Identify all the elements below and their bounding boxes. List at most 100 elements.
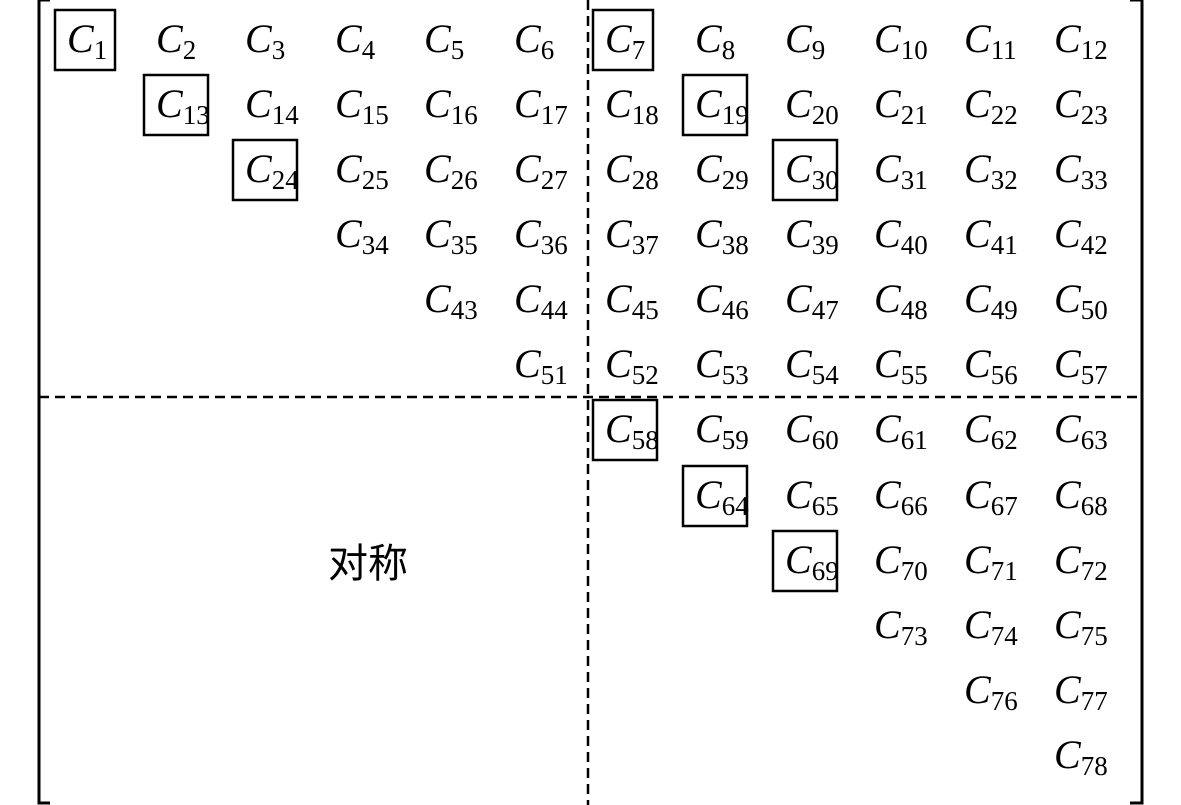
matrix-cell: C35 (424, 211, 478, 260)
coefficient-label: C53 (695, 341, 749, 390)
coefficient-subscript: 64 (722, 491, 750, 521)
matrix-cell: C26 (424, 146, 478, 195)
matrix-cell: C33 (1054, 146, 1108, 195)
coefficient-subscript: 44 (541, 295, 569, 325)
coefficient-label: C17 (514, 81, 568, 130)
coefficient-subscript: 33 (1081, 165, 1108, 195)
matrix-cell: C30 (771, 138, 839, 202)
coefficient-label: C16 (424, 81, 478, 130)
coefficient-subscript: 37 (632, 230, 659, 260)
coefficient-subscript: 51 (541, 360, 568, 390)
matrix-cell: C15 (335, 81, 389, 130)
coefficient-subscript: 74 (991, 621, 1019, 651)
coefficient-subscript: 30 (812, 165, 839, 195)
symmetric-label: 对称 (328, 541, 408, 587)
highlight-box (53, 8, 117, 72)
coefficient-label: C72 (1054, 537, 1108, 586)
coefficient-label: C69 (785, 537, 839, 586)
matrix-cell: C34 (335, 211, 389, 260)
coefficient-subscript: 35 (451, 230, 478, 260)
coefficient-subscript: 22 (991, 100, 1018, 130)
coefficient-label: C18 (605, 81, 659, 130)
matrix-cell: C73 (874, 602, 928, 651)
coefficient-subscript: 47 (812, 295, 839, 325)
coefficient-subscript: 9 (812, 35, 826, 65)
matrix-cell: C78 (1054, 732, 1108, 781)
matrix-cell: C38 (695, 211, 749, 260)
matrix-cell: C60 (785, 406, 839, 455)
coefficient-label: C36 (514, 211, 568, 260)
highlight-box (771, 529, 839, 593)
coefficient-label: C10 (874, 16, 928, 65)
matrix-cell: C50 (1054, 276, 1108, 325)
coefficient-subscript: 70 (901, 556, 928, 586)
highlight-box (591, 398, 659, 462)
matrix-cell: C29 (695, 146, 749, 195)
highlight-box (231, 138, 299, 202)
coefficient-subscript: 25 (362, 165, 389, 195)
coefficient-label: C19 (695, 81, 749, 130)
coefficient-label: C39 (785, 211, 839, 260)
matrix-cell: C66 (874, 472, 928, 521)
matrix-cell: C13 (142, 73, 210, 137)
highlight-box (771, 138, 839, 202)
matrix-cell: C2 (156, 16, 196, 65)
coefficient-subscript: 71 (991, 556, 1018, 586)
coefficient-label: C15 (335, 81, 389, 130)
matrix-cell: C65 (785, 472, 839, 521)
matrix-cell: C71 (964, 537, 1018, 586)
matrix-cell: C12 (1054, 16, 1108, 65)
coefficient-label: C52 (605, 341, 659, 390)
coefficient-label: C7 (605, 16, 645, 65)
matrix-cell: C42 (1054, 211, 1108, 260)
coefficient-label: C28 (605, 146, 659, 195)
coefficient-subscript: 56 (991, 360, 1018, 390)
coefficient-label: C34 (335, 211, 389, 260)
coefficient-label: C20 (785, 81, 839, 130)
matrix-cell: C4 (335, 16, 376, 65)
matrix-cell: C37 (605, 211, 659, 260)
matrix-cell: C6 (514, 16, 554, 65)
matrix-cell: C44 (514, 276, 568, 325)
coefficient-label: C27 (514, 146, 568, 195)
matrix-cell: C46 (695, 276, 749, 325)
coefficient-label: C22 (964, 81, 1018, 130)
coefficient-subscript: 62 (991, 425, 1018, 455)
coefficient-label: C35 (424, 211, 478, 260)
matrix-cell: C77 (1054, 667, 1108, 716)
matrix-cell: C5 (424, 16, 464, 65)
coefficient-label: C37 (605, 211, 659, 260)
coefficient-subscript: 55 (901, 360, 928, 390)
coefficient-label: C62 (964, 406, 1018, 455)
matrix-cell: C45 (605, 276, 659, 325)
coefficient-subscript: 7 (632, 35, 646, 65)
coefficient-label: C51 (514, 341, 568, 390)
coefficient-subscript: 75 (1081, 621, 1108, 651)
highlight-box (591, 8, 655, 72)
matrix-cell: C76 (964, 667, 1018, 716)
coefficient-subscript: 77 (1081, 686, 1108, 716)
coefficient-label: C63 (1054, 406, 1108, 455)
matrix-cell: C1 (53, 8, 117, 72)
matrix-cell: C57 (1054, 341, 1108, 390)
coefficient-label: C58 (605, 406, 659, 455)
matrix-cell: C48 (874, 276, 928, 325)
matrix-cell: C7 (591, 8, 655, 72)
coefficient-label: C43 (424, 276, 478, 325)
matrix-cell: C28 (605, 146, 659, 195)
matrix-cell: C36 (514, 211, 568, 260)
coefficient-subscript: 8 (722, 35, 736, 65)
coefficient-label: C25 (335, 146, 389, 195)
matrix-cell: C16 (424, 81, 478, 130)
coefficient-label: C23 (1054, 81, 1108, 130)
coefficient-label: C56 (964, 341, 1018, 390)
coefficient-label: C4 (335, 16, 376, 65)
coefficient-subscript: 2 (183, 35, 197, 65)
matrix-cell: C40 (874, 211, 928, 260)
coefficient-subscript: 72 (1081, 556, 1108, 586)
matrix-cell: C68 (1054, 472, 1108, 521)
matrix-cell: C72 (1054, 537, 1108, 586)
coefficient-subscript: 66 (901, 491, 928, 521)
